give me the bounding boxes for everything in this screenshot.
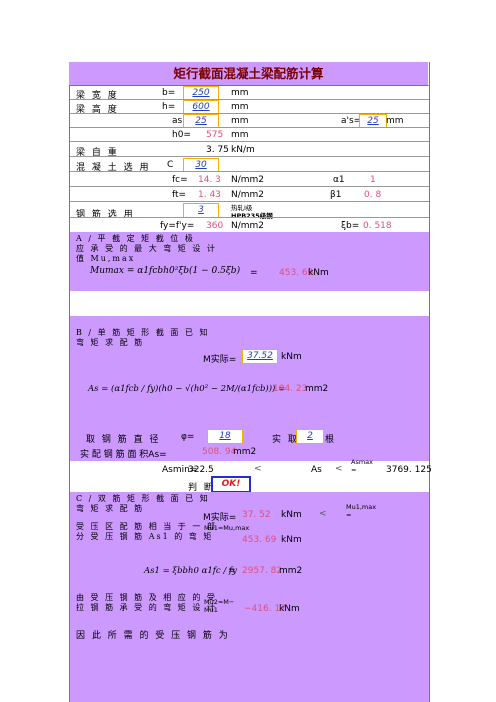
as-prime-symbol: a's=: [341, 116, 362, 126]
as1-eq: =: [228, 566, 236, 576]
as-required-value: 184. 23: [273, 384, 308, 394]
beam-width-label: 梁 宽 度: [76, 91, 119, 101]
bar-count-label: 实 取: [272, 435, 299, 445]
fc-value: 14. 3: [198, 175, 221, 185]
bar-diameter-label: 取 钢 筋 直 径: [86, 435, 161, 445]
alpha1-symbol: α1: [333, 175, 345, 185]
lt-sign-3: <: [319, 509, 327, 519]
m-actual-c-unit: kNm: [281, 510, 302, 520]
section-a: [70, 232, 429, 291]
asmin-value: 322.5: [188, 465, 214, 475]
ft-value: 1. 43: [198, 190, 221, 200]
section-c-row5-label: 因 此 所 需 的 受 压 钢 筋 为: [76, 631, 230, 641]
worksheet: 梁 宽 度 b= 250 mm 梁 高 度 h= 600 mm as= 25 m…: [69, 62, 432, 702]
as-prime-unit: mm: [386, 116, 404, 126]
mu1-label: Mu1=Mu,max: [204, 524, 250, 532]
xib-value: 0. 518: [363, 221, 392, 231]
actual-area-label: 实 配 钢 筋 面 积As=: [80, 450, 167, 460]
concrete-grade-input[interactable]: 30: [183, 158, 219, 172]
fc-unit: N/mm2: [231, 175, 265, 185]
beam-height-symbol: h=: [162, 102, 176, 112]
beam-width-unit: mm: [231, 88, 249, 98]
lt-sign-1: <: [254, 464, 262, 474]
bar-diameter-input[interactable]: 18: [207, 429, 243, 444]
steel-note-1: 热轧Ⅰ级: [231, 204, 253, 212]
beam-height-label: 梁 高 度: [76, 105, 119, 115]
actual-area-unit: mm2: [233, 447, 257, 457]
as-unit: mm: [231, 116, 249, 126]
section-c-row2-label: 受 压 区 配 筋 相 当 于 一 部 分 受 压 钢 筋 As1 的 弯 矩: [76, 522, 217, 541]
section-b: [70, 316, 429, 461]
mu2-label: Mu2=M− Mu1: [204, 598, 235, 614]
as1-value: 2957. 82: [242, 566, 283, 576]
mu1-max-label: Mu1,max =: [346, 503, 377, 519]
beam-height-input[interactable]: 600: [183, 100, 219, 114]
h0-value: 575: [206, 130, 224, 140]
beam-height-unit: mm: [231, 102, 249, 112]
mu1-value: 453. 69: [242, 535, 277, 545]
asmax-label: Asmax =: [351, 458, 373, 474]
as-required-unit: mm2: [305, 384, 329, 394]
as1-formula: As1 = ξbbh0 α1fc / fy: [144, 566, 237, 576]
steel-note-2: HPB235级钢: [231, 212, 273, 220]
steel-label: 钢 筋 选 用: [76, 210, 135, 220]
m-actual-label: M实际=: [203, 355, 237, 365]
m-actual-unit: kNm: [281, 352, 302, 362]
beta1-symbol: β1: [330, 190, 342, 200]
fy-symbol: fy=f'y=: [160, 221, 195, 231]
as-prime-input[interactable]: 25: [359, 114, 387, 128]
section-a-formula: Mumax = α1fcbh0²ξb(1 − 0.5ξb): [90, 266, 241, 276]
m-actual-input[interactable]: 37.52: [242, 349, 278, 364]
h0-symbol: h0=: [172, 130, 191, 140]
steel-grade-input[interactable]: 3: [183, 203, 219, 218]
judge-label: 判 断:: [188, 483, 220, 493]
beta1-value: 0. 8: [364, 190, 382, 200]
phi-symbol: φ=: [181, 432, 195, 442]
m-actual-c-value: 37. 52: [242, 510, 271, 520]
section-c-title: C / 双 筋 矩 形 截 面 已 知 弯 矩 求 配 筋: [76, 494, 210, 513]
judge-result: OK!: [211, 476, 251, 493]
section-c-row4-label: 由 受 压 钢 筋 及 相 应 的 受 拉 钢 筋 承 受 的 弯 矩 设 计: [76, 593, 217, 612]
beam-width-symbol: b=: [162, 88, 176, 98]
bar-count-input[interactable]: 2: [296, 429, 324, 444]
mu2-unit: kNm: [279, 604, 300, 614]
section-b-formula: As = (α1fcb / fy)(h0 − √(h0² − 2M/(α1fcb…: [88, 384, 286, 394]
self-weight-value: 3. 75: [206, 145, 229, 155]
section-b-title: B / 单 筋 矩 形 截 面 已 知 弯 矩 求 配 筋: [76, 328, 210, 347]
self-weight-label: 梁 自 重: [76, 148, 119, 158]
section-a-title: A / 平 截 定 矩 截 位 极 应 承 受 的 最 大 弯 矩 设 计 值 …: [76, 234, 217, 263]
actual-area-value: 508. 94: [202, 447, 237, 457]
lt-sign-2: <: [335, 464, 343, 474]
mu-max-unit: kNm: [308, 268, 329, 278]
concrete-label: 混 凝 土 选 用: [76, 163, 151, 173]
as-symbol-check: As: [311, 465, 322, 475]
as-input[interactable]: 25: [183, 114, 219, 128]
xib-symbol: ξb=: [341, 221, 360, 231]
alpha1-value: 1: [370, 175, 376, 185]
beam-width-input[interactable]: 250: [183, 86, 219, 100]
page-title: 矩行截面混凝土梁配筋计算: [69, 62, 428, 86]
fy-unit: N/mm2: [231, 221, 265, 231]
mu-max-value: 453. 69: [279, 268, 314, 278]
bar-count-unit: 根: [325, 435, 335, 445]
section-a-eq: =: [250, 268, 258, 278]
fc-symbol: fc=: [172, 175, 188, 185]
as-symbol: as=: [172, 116, 190, 126]
section-c: [70, 492, 429, 702]
fy-value: 360: [206, 221, 224, 231]
h0-unit: mm: [231, 130, 249, 140]
as1-unit: mm2: [279, 566, 303, 576]
ft-unit: N/mm2: [231, 190, 265, 200]
self-weight-unit: kN/m: [231, 145, 255, 155]
m-actual-c-label: M实际=: [203, 513, 237, 523]
asmin-label: Asmin=: [162, 465, 198, 475]
mu1-unit: kNm: [281, 535, 302, 545]
mu2-value: −416. 17: [244, 604, 286, 614]
asmax-value: 3769. 125: [386, 465, 432, 475]
ft-symbol: ft=: [172, 190, 187, 200]
concrete-symbol: C: [167, 160, 174, 170]
